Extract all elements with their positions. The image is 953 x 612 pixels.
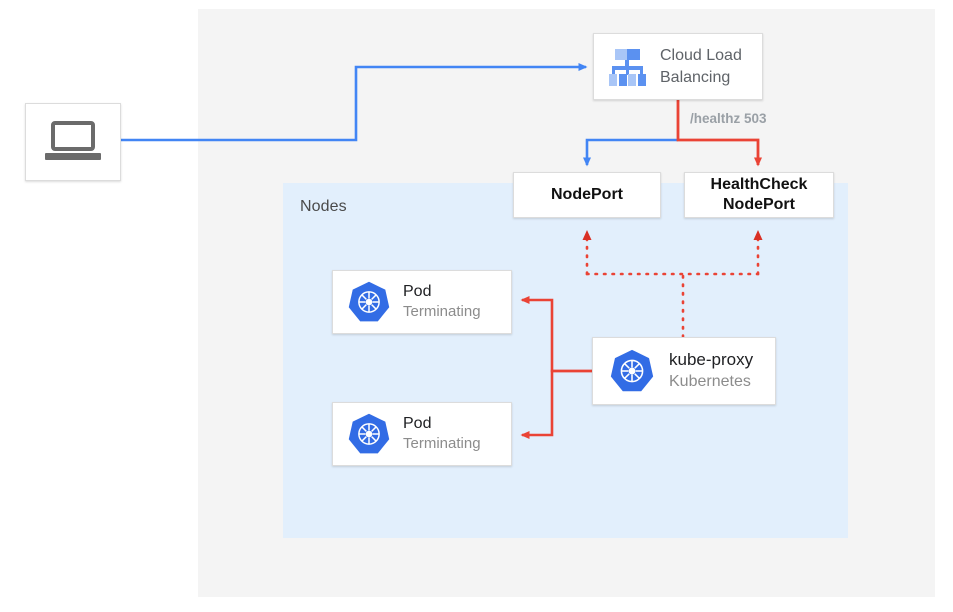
wire-clb-to-nodeport	[583, 138, 678, 167]
pod-2-title: Pod	[403, 415, 432, 432]
pod-1-subtitle: Terminating	[403, 303, 481, 320]
pod-2-text: Pod Terminating	[403, 414, 481, 454]
clb-label-line1: Cloud Load	[660, 46, 742, 64]
kubernetes-icon	[348, 281, 390, 322]
laptop-icon	[45, 121, 101, 163]
cloud-load-balancing-label: Cloud Load Balancing	[660, 45, 742, 89]
pod-terminating-2-card: Pod Terminating	[332, 402, 512, 466]
pod-1-title: Pod	[403, 283, 432, 300]
healthcheck-nodeport-label: HealthCheck NodePort	[711, 175, 808, 215]
pod-terminating-1-card: Pod Terminating	[332, 270, 512, 334]
nodes-region-label: Nodes	[300, 198, 347, 215]
laptop-base-shape	[45, 153, 101, 160]
pod-1-text: Pod Terminating	[403, 282, 481, 322]
kube-proxy-subtitle: Kubernetes	[669, 373, 751, 390]
hc-label-line2: NodePort	[722, 196, 795, 213]
wire-kubeproxy-to-pod2	[520, 369, 592, 439]
kubernetes-icon	[610, 349, 654, 392]
healthcheck-nodeport-card: HealthCheck NodePort	[684, 172, 834, 218]
kube-proxy-text: kube-proxy Kubernetes	[669, 349, 753, 393]
nodeport-card: NodePort	[513, 172, 661, 218]
healthz-503-label: /healthz 503	[690, 111, 767, 126]
nodeport-label: NodePort	[551, 186, 623, 203]
load-balancer-icon	[606, 48, 648, 86]
hc-label-line1: HealthCheck	[710, 176, 808, 193]
clb-label-line2: Balancing	[660, 68, 731, 86]
pod-2-subtitle: Terminating	[403, 435, 481, 452]
kubernetes-icon	[348, 413, 390, 454]
wire-client-to-clb	[121, 63, 588, 142]
laptop-screen-shape	[51, 121, 95, 151]
wire-kubeproxy-to-pod1	[520, 296, 592, 373]
cloud-load-balancing-card: Cloud Load Balancing	[593, 33, 763, 100]
kube-proxy-title: kube-proxy	[669, 350, 754, 369]
wire-clb-to-healthcheck	[676, 100, 762, 167]
kube-proxy-card: kube-proxy Kubernetes	[592, 337, 776, 405]
client-device-card	[25, 103, 121, 181]
